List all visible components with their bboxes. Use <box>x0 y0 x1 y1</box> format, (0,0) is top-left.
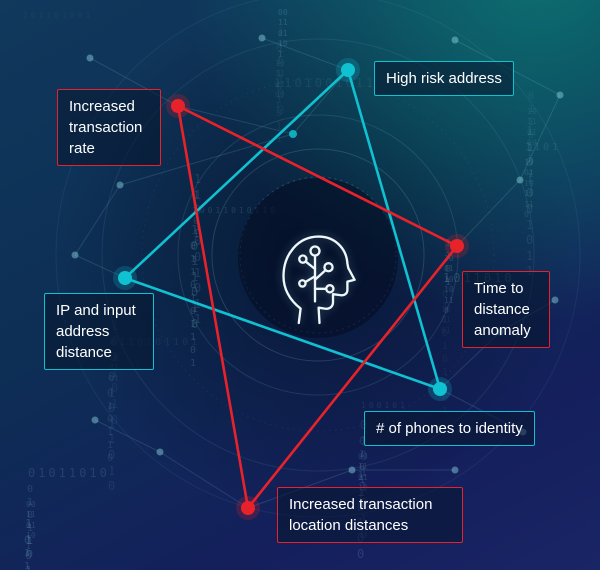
label-high-risk-address: High risk address <box>374 61 514 96</box>
graph-nodes <box>113 58 469 520</box>
red-edges <box>176 104 459 510</box>
node-time-to-distance-anomaly <box>450 239 464 253</box>
label-phones-to-identity: # of phones to identity <box>364 411 535 446</box>
edge-txloc-to-txrate <box>176 104 250 510</box>
label-increased-transaction-rate: Increased transaction rate <box>57 89 161 166</box>
node-increased-transaction-location-distances <box>241 501 255 515</box>
edge-highrisk-to-ip <box>123 68 350 280</box>
edge-timedist-to-txloc <box>246 244 459 510</box>
teal-edges <box>123 68 442 391</box>
circuit-brain <box>298 245 335 303</box>
edge-txrate-to-timedist <box>176 104 459 248</box>
edge-ip-to-phones <box>123 276 442 391</box>
label-ip-input-address-distance: IP and input address distance <box>44 293 154 370</box>
node-phones-to-identity <box>433 382 447 396</box>
node-high-risk-address <box>341 63 355 77</box>
label-increased-transaction-location-distances: Increased transaction location distances <box>277 487 463 543</box>
node-ip-input-address-distance <box>118 271 132 285</box>
ai-head-icon <box>282 235 356 325</box>
center-dark-halo <box>238 178 398 338</box>
label-time-to-distance-anomaly: Time to distance anomaly <box>462 271 550 348</box>
edge-phones-to-highrisk <box>346 68 442 391</box>
node-increased-transaction-rate <box>171 99 185 113</box>
